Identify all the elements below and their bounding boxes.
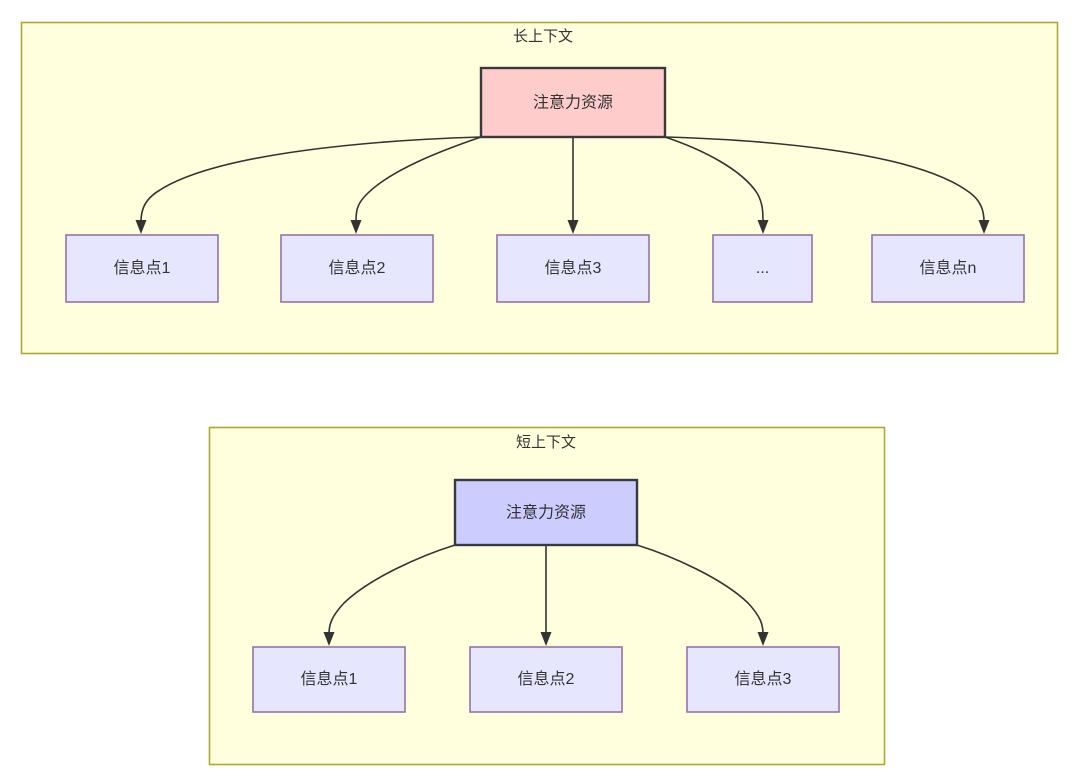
edge-attention-to-info-long-2: [355, 136, 482, 223]
node-info-long-ellipsis-label: ...: [756, 260, 769, 277]
node-info-long-3[interactable]: 信息点3: [496, 234, 650, 303]
node-info-long-2[interactable]: 信息点2: [280, 234, 434, 303]
edge-group-long-context: [135, 136, 990, 234]
node-info-short-3-box[interactable]: [686, 646, 840, 713]
node-info-long-n[interactable]: 信息点n: [871, 234, 1025, 303]
node-info-long-n-label: 信息点n: [920, 259, 977, 277]
arrow-head-info-short-1: [323, 632, 335, 646]
group-container-short-context: [208, 426, 886, 766]
node-info-long-1-box[interactable]: [65, 234, 219, 303]
node-info-short-1-box[interactable]: [252, 646, 406, 713]
node-info-short-3-label: 信息点3: [735, 670, 792, 688]
node-attention-short[interactable]: 注意力资源: [453, 478, 639, 547]
arrow-head-info-long-3: [567, 220, 579, 234]
group-long-context: 长上下文 注意: [20, 21, 1059, 355]
node-attention-long-box[interactable]: [479, 66, 667, 139]
node-info-long-1-label: 信息点1: [114, 259, 171, 277]
node-info-short-2-label: 信息点2: [518, 670, 575, 688]
node-info-short-3[interactable]: 信息点3: [686, 646, 840, 713]
node-info-short-2-box[interactable]: [469, 646, 623, 713]
node-info-long-3-label: 信息点3: [545, 259, 602, 277]
node-info-short-2[interactable]: 信息点2: [469, 646, 623, 713]
arrow-head-info-short-2: [540, 632, 552, 646]
node-info-long-2-label: 信息点2: [329, 259, 386, 277]
node-attention-long[interactable]: 注意力资源: [479, 66, 667, 139]
arrow-head-info-long-1: [135, 220, 147, 234]
node-info-long-1[interactable]: 信息点1: [65, 234, 219, 303]
node-info-long-ellipsis-box[interactable]: [712, 234, 813, 303]
edge-attention-to-info-short-1: [328, 544, 456, 635]
node-info-short-1[interactable]: 信息点1: [252, 646, 406, 713]
node-attention-short-label: 注意力资源: [506, 503, 586, 522]
edge-attention-to-info-long-1: [140, 136, 482, 223]
node-info-long-n-box[interactable]: [871, 234, 1025, 303]
edge-attention-to-info-long-n: [664, 136, 985, 223]
node-info-short-1-label: 信息点1: [301, 670, 358, 688]
node-attention-short-box[interactable]: [453, 478, 639, 547]
arrow-head-info-short-3: [757, 632, 769, 646]
edge-attention-to-info-long-ellipsis: [664, 136, 764, 223]
edge-attention-to-info-short-3: [636, 544, 764, 635]
node-info-long-ellipsis[interactable]: ...: [712, 234, 813, 303]
group-title-long-context: 长上下文: [513, 28, 573, 45]
arrow-head-info-long-n: [978, 220, 990, 234]
group-short-context: 短上下文 注意力资源 信息点1: [208, 426, 886, 766]
node-info-long-3-box[interactable]: [496, 234, 650, 303]
node-info-long-2-box[interactable]: [280, 234, 434, 303]
arrow-head-info-long-2: [350, 220, 362, 234]
edge-group-short-context: [323, 544, 769, 646]
group-title-short-context: 短上下文: [516, 434, 576, 451]
arrow-head-info-long-ellipsis: [757, 220, 769, 234]
node-attention-long-label: 注意力资源: [533, 93, 613, 112]
